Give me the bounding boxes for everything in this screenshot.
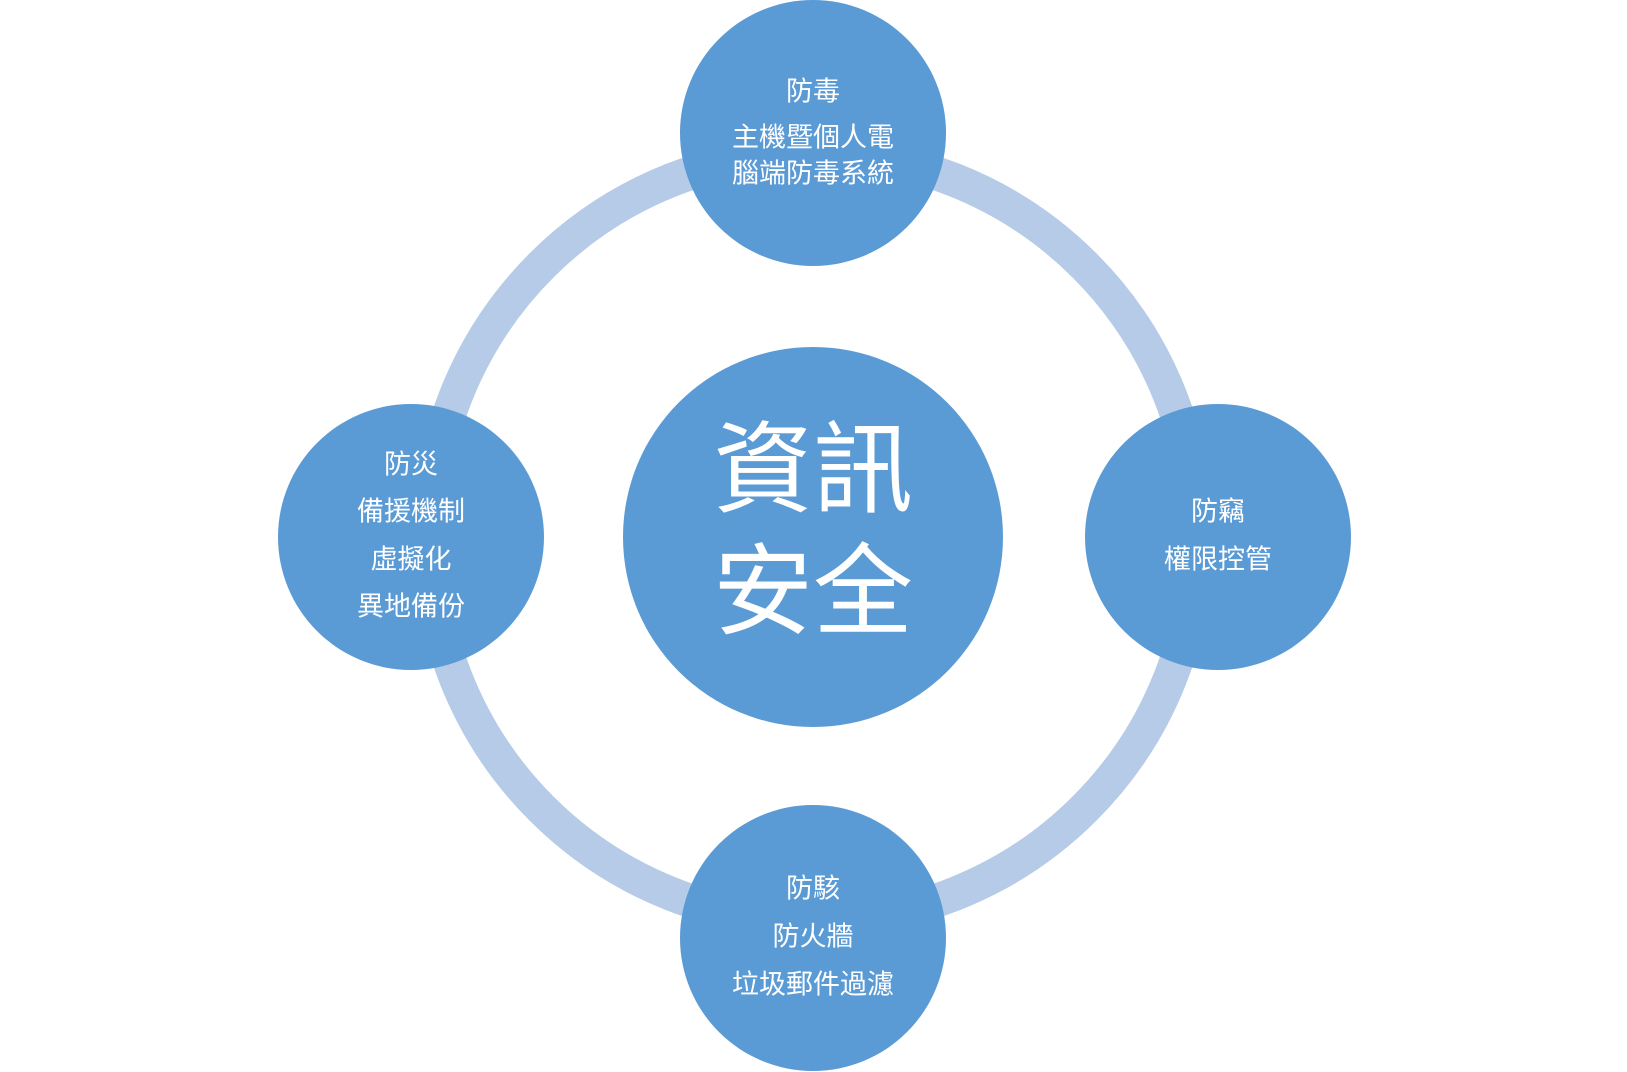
node-disaster-prevention: 防災 備援機制 虛擬化 異地備份 bbox=[278, 404, 544, 670]
node-antivirus-circle bbox=[680, 0, 946, 266]
node-anti-theft-line-2: 權限控管 bbox=[1164, 545, 1272, 576]
node-antivirus-line-3: 腦端防毒系統 bbox=[732, 159, 894, 190]
node-anti-theft: 防竊 權限控管 bbox=[1085, 404, 1351, 670]
node-anti-theft-circle bbox=[1085, 404, 1351, 670]
center-node-circle bbox=[623, 347, 1003, 727]
center-title-line-1: 資訊 bbox=[713, 412, 913, 529]
node-disaster-prevention-line-4: 異地備份 bbox=[357, 592, 465, 623]
node-disaster-prevention-title: 防災 bbox=[384, 450, 438, 481]
node-anti-hacking-line-3: 垃圾郵件過濾 bbox=[732, 970, 894, 1001]
node-anti-hacking-title: 防駭 bbox=[786, 874, 840, 905]
node-anti-theft-title: 防竊 bbox=[1191, 497, 1245, 528]
node-anti-hacking: 防駭 防火牆 垃圾郵件過濾 bbox=[680, 805, 946, 1071]
node-disaster-prevention-circle bbox=[278, 404, 544, 670]
node-disaster-prevention-line-2: 備援機制 bbox=[357, 497, 465, 528]
node-anti-hacking-line-2: 防火牆 bbox=[773, 922, 854, 953]
node-antivirus: 防毒 主機暨個人電 腦端防毒系統 bbox=[680, 0, 946, 266]
node-antivirus-title: 防毒 bbox=[786, 77, 840, 108]
node-antivirus-line-2: 主機暨個人電 bbox=[732, 123, 894, 154]
center-node: 資訊 安全 bbox=[623, 347, 1003, 727]
center-title-line-2: 安全 bbox=[713, 534, 913, 651]
node-disaster-prevention-line-3: 虛擬化 bbox=[371, 545, 452, 576]
node-anti-hacking-circle bbox=[680, 805, 946, 1071]
